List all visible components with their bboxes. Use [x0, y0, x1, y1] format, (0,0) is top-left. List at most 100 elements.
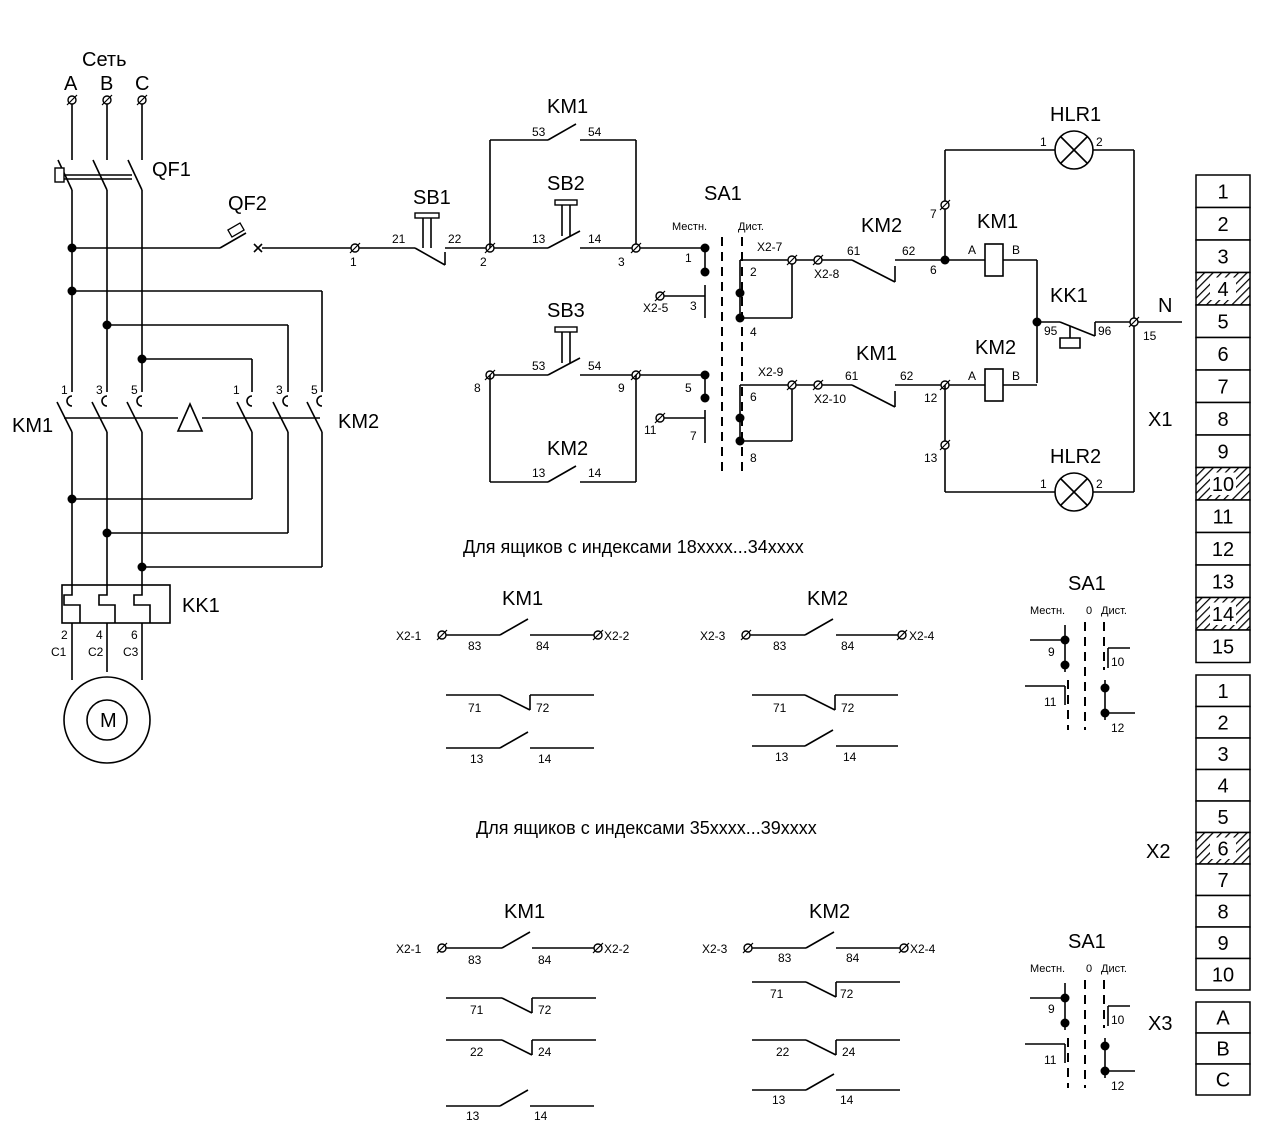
v2-km1-24: 24 [538, 1045, 552, 1059]
kk1-thermal-relay: KK1 2 4 6 C1 C2 C3 [51, 584, 220, 659]
kk1-pin-2: 2 [61, 628, 68, 642]
v1-km2-13: 13 [775, 750, 789, 764]
v2-km1-71: 71 [470, 1003, 484, 1017]
sa1-pin-3: 3 [690, 299, 697, 313]
phase-a-label: A [64, 73, 78, 95]
wire-7: 7 [930, 207, 937, 221]
v1-km1-14: 14 [538, 752, 552, 766]
v1-sa1-mestn: Местн. [1030, 605, 1065, 617]
x1-terminal-cell [1195, 174, 1251, 209]
v2-km1-x2-2: X2-2 [604, 942, 630, 956]
x3-terminal-label: B [1216, 1039, 1229, 1061]
v2-km1-13: 13 [466, 1109, 480, 1123]
n-label: N [1158, 295, 1172, 317]
x1-terminal-cell [1195, 206, 1251, 241]
x1-terminal-label: 14 [1212, 604, 1234, 626]
sb1-stop-button: SB1 21 22 [392, 187, 462, 266]
x2-label: X2 [1146, 841, 1170, 863]
x1-terminal-cell [1195, 564, 1251, 599]
x2-terminal-label: 1 [1217, 681, 1228, 703]
km2-hold-13: 13 [532, 466, 546, 480]
v1-km1-label: KM1 [502, 588, 543, 610]
km1-pin-3: 3 [96, 383, 103, 397]
x3-terminal-cell [1195, 1032, 1251, 1065]
x3-terminal-label: A [1216, 1008, 1230, 1030]
x1-terminal-label: 3 [1217, 246, 1228, 268]
wire-6: 6 [930, 263, 937, 277]
v2-km2-x2-3: X2-3 [702, 942, 728, 956]
x1-terminal-label: 4 [1217, 279, 1228, 301]
x1-terminal-label: 12 [1212, 539, 1234, 561]
x1-terminal-label: 9 [1217, 441, 1228, 463]
sa1-x2-7: X2-7 [757, 240, 783, 254]
km2-il-61: 61 [847, 244, 861, 258]
sa1-x2-5: X2-5 [643, 301, 669, 315]
kk1-control-contact: KK1 95 96 [1037, 285, 1112, 349]
sb3-pin-54: 54 [588, 359, 602, 373]
v1-sa1-dist: Дист. [1101, 605, 1127, 617]
wire-2: 2 [480, 255, 487, 269]
motor-c3: C3 [123, 645, 139, 659]
x2-terminal-label: 5 [1217, 807, 1228, 829]
x2-terminal-label: 10 [1212, 964, 1234, 986]
v2-km1-83: 83 [468, 953, 482, 967]
v1-sa1-9: 9 [1048, 645, 1055, 659]
v1-sa1-11: 11 [1044, 695, 1057, 709]
v1-km1-x2-1: X2-1 [396, 629, 422, 643]
km1-coil-b: B [1012, 243, 1020, 257]
v1-km1-84: 84 [536, 639, 550, 653]
x2-terminal-label: 8 [1217, 901, 1228, 923]
x1-label: X1 [1148, 409, 1172, 431]
v1-km2-71: 71 [773, 701, 787, 715]
sa1-switch: SA1 Местн. Дист. 1 3 X2-5 2 4 X2-7 [643, 183, 792, 475]
kk1-pin-6: 6 [131, 628, 138, 642]
v2-km2-22: 22 [776, 1045, 790, 1059]
km2-pin-3: 3 [276, 383, 283, 397]
km2-coil: KM2 A B [968, 337, 1020, 402]
x2-terminal-cell [1195, 957, 1251, 991]
v2-km1-label: KM1 [504, 901, 545, 923]
kk1-pin-96: 96 [1098, 324, 1112, 338]
v2-km1-14: 14 [534, 1109, 548, 1123]
x2-terminal-label: 2 [1217, 712, 1228, 734]
hlr1-lamp: HLR1 1 2 [1040, 104, 1103, 170]
v2-km1-x2-1: X2-1 [396, 942, 422, 956]
km2-hold-label: KM2 [547, 438, 588, 460]
x2-8-label: X2-8 [814, 267, 840, 281]
x2-terminal-label: 6 [1217, 838, 1228, 860]
x1-terminal-label: 10 [1212, 474, 1234, 496]
motor-label: M [100, 710, 117, 732]
sa1-pin-8: 8 [750, 451, 757, 465]
motor-c2: C2 [88, 645, 104, 659]
v1-km1-13: 13 [470, 752, 484, 766]
x1-terminal-cell [1195, 336, 1251, 371]
terminal-strip-x3: ABC [1195, 1001, 1251, 1096]
v1-sa1-label: SA1 [1068, 573, 1106, 595]
km2-pin-1: 1 [233, 383, 240, 397]
km2-coil-b: B [1012, 369, 1020, 383]
kk1-pin-4: 4 [96, 628, 103, 642]
qf2-breaker: QF2 [219, 193, 267, 253]
x1-terminal-label: 8 [1217, 409, 1228, 431]
sa1-mestn: Местн. [672, 221, 707, 233]
v1-sa1-switch: SA1 Местн. 0 Дист. 9 10 11 12 [1025, 573, 1135, 735]
v2-km1-84: 84 [538, 953, 552, 967]
hlr1-label: HLR1 [1050, 104, 1101, 126]
km1-interlock-label: KM1 [856, 343, 897, 365]
sa1-pin-11: 11 [644, 423, 657, 437]
v2-sa1-zero: 0 [1086, 963, 1092, 975]
v2-km2-72: 72 [840, 987, 854, 1001]
wire-12: 12 [924, 391, 938, 405]
km1-hold-54: 54 [588, 125, 602, 139]
v1-km1-x2-2: X2-2 [604, 629, 630, 643]
v1-km2-x2-4: X2-4 [909, 629, 935, 643]
x1-terminal-cell [1195, 239, 1251, 274]
hlr2-label: HLR2 [1050, 446, 1101, 468]
sa1-pin-4: 4 [750, 325, 757, 339]
v2-km2-24: 24 [842, 1045, 856, 1059]
x2-terminal-cell [1195, 863, 1251, 897]
sb2-pin-14: 14 [588, 232, 602, 246]
